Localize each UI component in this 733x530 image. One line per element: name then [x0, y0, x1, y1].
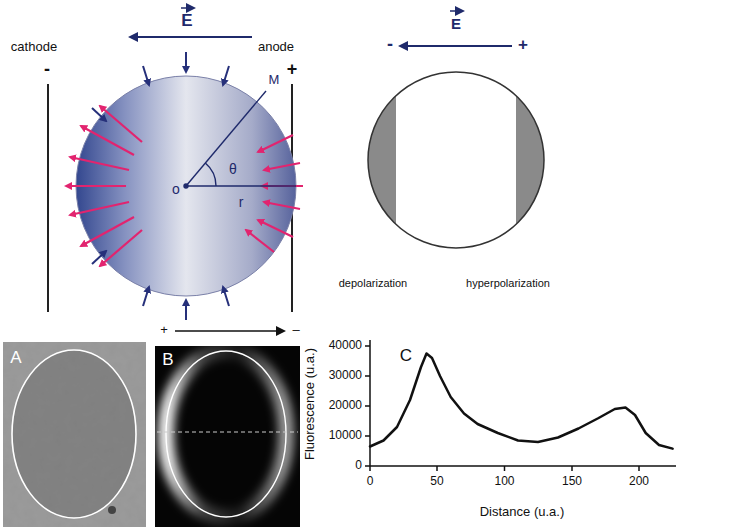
panel-letter: B	[162, 351, 173, 370]
point-label: o	[172, 182, 180, 197]
polarity-sign: +	[287, 60, 298, 80]
point-label: M	[269, 73, 280, 87]
tick-label: 50	[430, 475, 443, 488]
profile-curve	[370, 354, 673, 449]
polarity-sign: -	[387, 35, 393, 55]
tick-label: 40000	[329, 339, 362, 352]
tick-label: 30000	[329, 369, 362, 382]
pink-arrows	[66, 106, 303, 266]
micrograph-a	[3, 342, 146, 527]
field-arrow	[400, 11, 512, 46]
vector-symbol: E	[451, 16, 461, 33]
vector-symbol: E	[181, 12, 192, 31]
tick-label: 0	[355, 459, 362, 472]
polarity-sign: -	[44, 60, 50, 80]
axis-title: Distance (u.a.)	[480, 505, 565, 519]
region-label: hyperpolarization	[466, 277, 550, 289]
tick-label: 150	[562, 475, 582, 488]
cathode-plate	[47, 84, 49, 312]
panel-letter: C	[400, 347, 412, 366]
tick-label: 20000	[329, 399, 362, 412]
polarity-sign: –	[292, 323, 299, 337]
geometry-lines	[184, 91, 296, 188]
cell-outline	[368, 72, 544, 248]
field-arrow	[130, 8, 252, 37]
region-label: depolarization	[339, 277, 408, 289]
radius-label: r	[239, 195, 244, 210]
micrograph-b	[155, 346, 300, 527]
field-arrow	[175, 330, 284, 332]
electrode-name: cathode	[11, 40, 57, 54]
polarity-sign: +	[518, 36, 528, 55]
angle-label: θ	[229, 162, 237, 177]
polarized-caps	[360, 60, 552, 260]
chart-axes	[365, 340, 676, 471]
tick-label: 200	[629, 475, 649, 488]
polarity-sign: +	[160, 323, 168, 337]
axis-title: Fluorescence (u.a.)	[303, 348, 317, 460]
tick-label: 0	[367, 475, 374, 488]
electrode-name: anode	[258, 40, 294, 54]
panel-letter: A	[10, 349, 21, 368]
tick-label: 10000	[329, 429, 362, 442]
tick-label: 100	[494, 475, 514, 488]
